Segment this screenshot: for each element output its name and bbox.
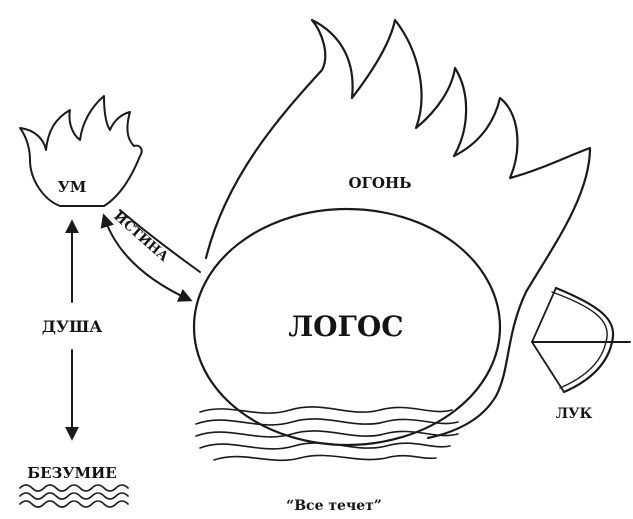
fire-label: ОГОНЬ bbox=[348, 174, 411, 192]
bow-label: ЛУК bbox=[556, 406, 593, 422]
truth-arrow bbox=[104, 216, 190, 300]
madness-label: БЕЗУМИЕ bbox=[27, 464, 116, 482]
truth-label: ИСТИНА bbox=[110, 209, 171, 265]
bow-icon bbox=[532, 288, 630, 392]
flow-label: “Все течет” bbox=[286, 498, 382, 514]
truth-label-path: ИСТИНА bbox=[110, 209, 171, 265]
soul-label: ДУША bbox=[42, 317, 103, 336]
logos-label: ЛОГОС bbox=[288, 310, 403, 343]
mind-label: УМ bbox=[58, 178, 87, 196]
madness-waves bbox=[20, 485, 128, 507]
water-waves bbox=[196, 407, 458, 460]
